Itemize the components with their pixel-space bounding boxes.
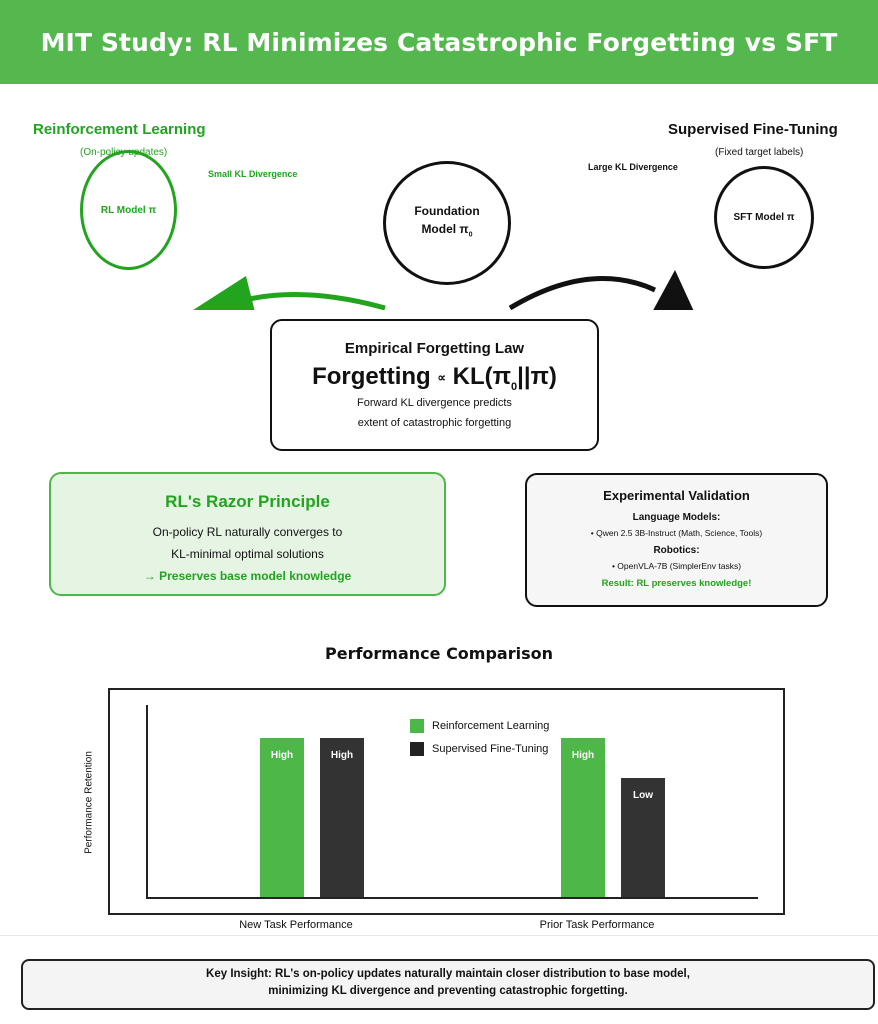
key-insight-box: Key Insight: RL's on-policy updates natu… <box>21 959 875 1010</box>
small-kl-label: Small KL Divergence <box>208 169 298 179</box>
law-formula: Forgetting ∝ KL(π0||π) <box>312 363 557 393</box>
razor-line1: On-policy RL naturally converges to <box>152 525 343 539</box>
page-title: MIT Study: RL Minimizes Catastrophic For… <box>40 27 838 57</box>
validation-result: Result: RL preserves knowledge! <box>601 578 752 589</box>
foundation-line2: Model π0 <box>421 221 473 239</box>
bar-rl-new-task: High <box>260 738 304 897</box>
bar-sft-new-task: High <box>320 738 364 897</box>
razor-line2: KL-minimal optimal solutions <box>171 547 324 561</box>
y-axis-label: Performance Retention <box>83 751 95 854</box>
legend-label-sft: Supervised Fine-Tuning <box>432 743 549 755</box>
foundation-model-node: Foundation Model π0 <box>383 161 511 285</box>
sft-heading: Supervised Fine-Tuning <box>668 121 838 138</box>
rl-model-node: RL Model π <box>80 150 177 270</box>
bar-value-label: Low <box>633 790 653 801</box>
bar-value-label: High <box>330 750 354 761</box>
x-category-label-prior: Prior Task Performance <box>539 919 655 931</box>
razor-principle-box: RL's Razor Principle On-policy RL natura… <box>49 472 446 596</box>
header-banner: MIT Study: RL Minimizes Catastrophic For… <box>0 0 878 84</box>
legend-item-sft: Supervised Fine-Tuning <box>410 742 549 756</box>
legend-swatch-sft <box>410 742 424 756</box>
razor-title: RL's Razor Principle <box>165 492 330 511</box>
large-kl-label: Large KL Divergence <box>588 162 678 172</box>
forgetting-law-box: Empirical Forgetting Law Forgetting ∝ KL… <box>270 319 599 451</box>
sft-subheading: (Fixed target labels) <box>715 147 804 158</box>
kl-arrows <box>193 270 694 310</box>
sft-model-label: SFT Model π <box>733 212 795 223</box>
rl-heading: Reinforcement Learning <box>33 121 206 138</box>
chart-legend: Reinforcement Learning Supervised Fine-T… <box>410 719 549 756</box>
chart-frame <box>108 688 785 915</box>
validation-lang-heading: Language Models: <box>632 512 721 523</box>
legend-label-rl: Reinforcement Learning <box>432 720 550 732</box>
bar-rl-prior-task: High <box>561 738 605 897</box>
validation-robotics-item: • OpenVLA-7B (SimplerEnv tasks) <box>611 561 742 571</box>
insight-line2: minimizing KL divergence and preventing … <box>268 985 628 997</box>
x-category-label-new: New Task Performance <box>239 919 353 931</box>
small-kl-arrow-head <box>193 276 255 310</box>
bar-value-label: High <box>571 750 595 761</box>
small-kl-arrow-curve <box>244 292 386 310</box>
large-kl-arrow-curve <box>508 275 657 310</box>
chart-title: Performance Comparison <box>324 644 553 663</box>
bar-value-label: High <box>270 750 294 761</box>
validation-lang-item: • Qwen 2.5 3B-Instruct (Math, Science, T… <box>590 528 763 538</box>
law-desc1: Forward KL divergence predicts <box>357 396 512 409</box>
insight-line1: Key Insight: RL's on-policy updates natu… <box>206 968 690 980</box>
large-kl-arrow-head <box>653 270 694 310</box>
rl-model-label: RL Model π <box>100 204 157 216</box>
validation-title: Experimental Validation <box>603 488 750 503</box>
validation-robotics-heading: Robotics: <box>653 545 700 556</box>
law-title: Empirical Forgetting Law <box>344 340 525 357</box>
bar-sft-prior-task: Low <box>621 778 665 897</box>
legend-item-rl: Reinforcement Learning <box>410 719 549 733</box>
sft-model-node: SFT Model π <box>714 166 814 269</box>
foundation-line1: Foundation <box>414 203 480 218</box>
divider <box>0 935 878 936</box>
law-desc2: extent of catastrophic forgetting <box>357 416 512 429</box>
experimental-validation-box: Experimental Validation Language Models:… <box>525 473 828 607</box>
razor-line3: → Preserves base model knowledge <box>143 569 352 583</box>
legend-swatch-rl <box>410 719 424 733</box>
